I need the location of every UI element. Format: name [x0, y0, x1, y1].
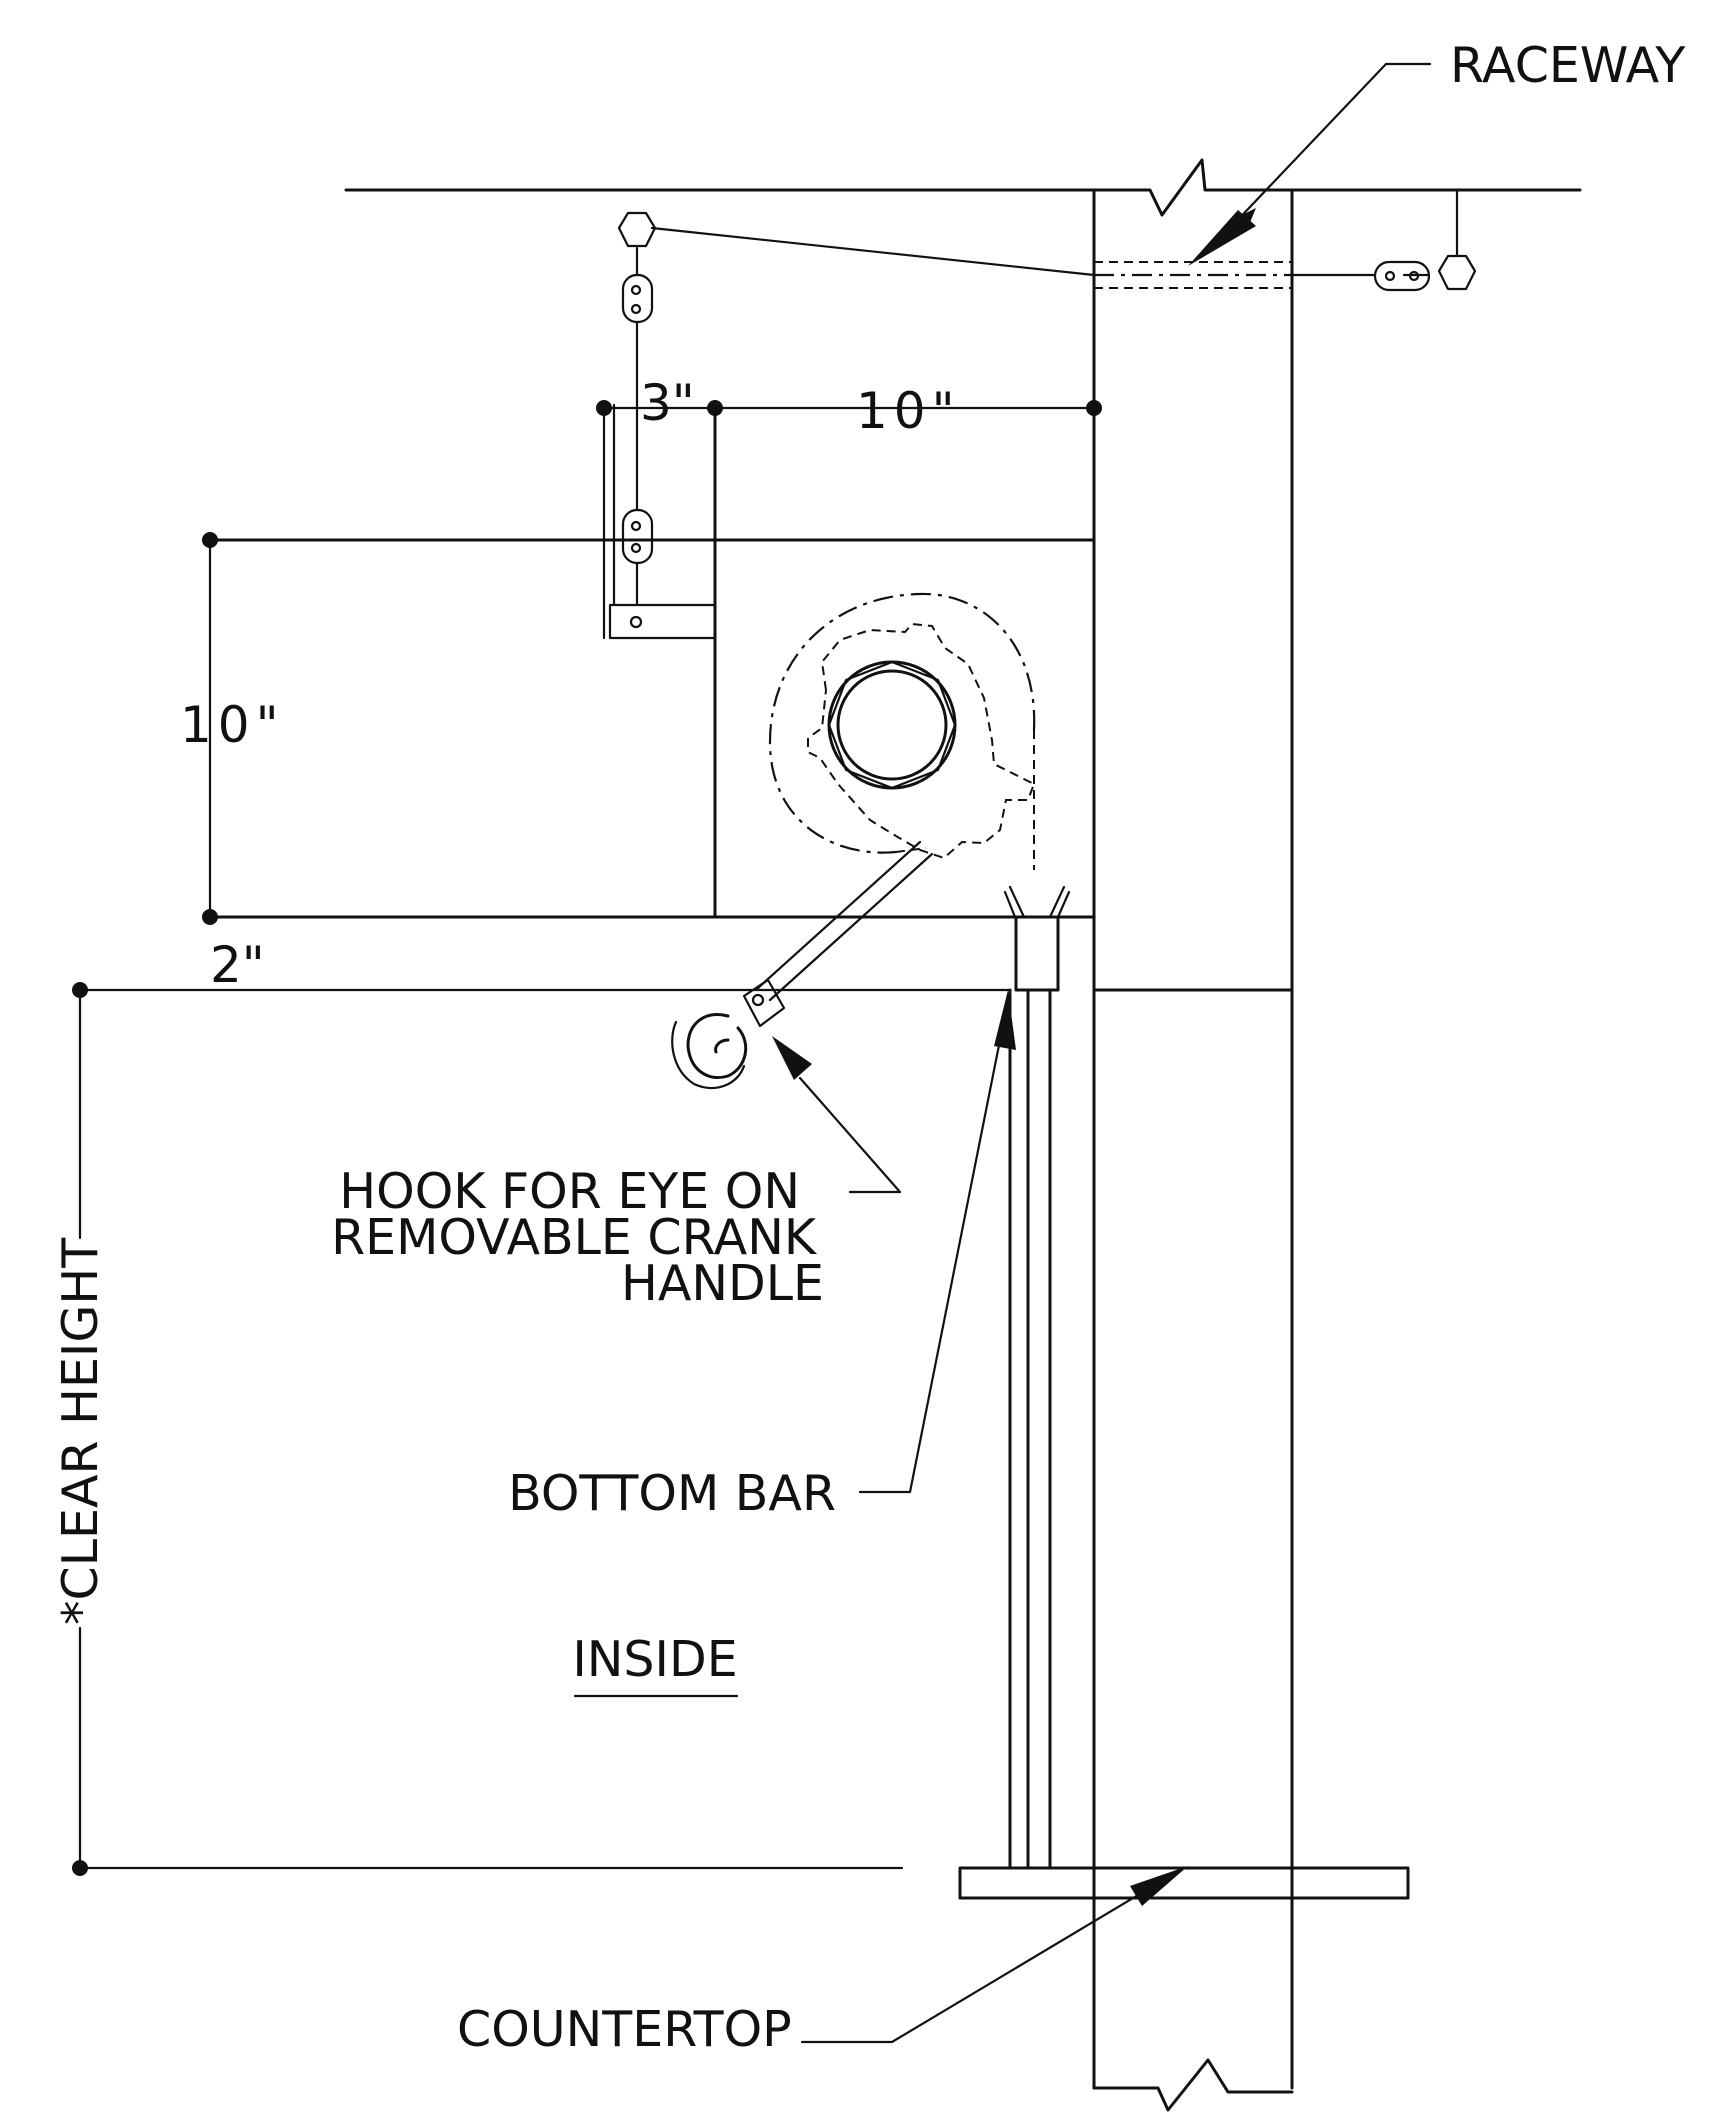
dimension-2in-label: 2": [210, 936, 265, 994]
dimension-3in-label: 3": [640, 374, 695, 432]
dimension-10in-vertical: [202, 532, 218, 925]
shutter-guide: [1003, 885, 1071, 1870]
hook-label-line1: HOOK FOR EYE ON: [339, 1163, 800, 1220]
clear-height-label: *CLEAR HEIGHT: [52, 1237, 109, 1625]
cable-clamp-icon: [621, 508, 654, 565]
hook-leader: [772, 1036, 902, 1194]
dimension-10in-horizontal: [713, 400, 1102, 416]
roller-drum: [768, 592, 1036, 870]
crank-arm: [686, 840, 934, 1079]
dimension-10in-vertical-label: 10": [180, 696, 285, 754]
wall-break: [1092, 2058, 1294, 2112]
inside-label: INSIDE: [572, 1631, 737, 1688]
raceway-channel: [1094, 261, 1292, 289]
countertop-slab: [958, 1866, 1410, 1900]
bottom-bar-leader: [858, 990, 1016, 1494]
hook-label-line3: HANDLE: [621, 1255, 824, 1312]
dimension-10in-horizontal-label: 10": [856, 382, 961, 440]
wall-column: [1092, 188, 1294, 2090]
countertop-leader: [800, 1866, 1188, 2044]
ceiling-line: [344, 158, 1582, 217]
anchor-bolt-icon: [1437, 254, 1477, 291]
raceway-label: RACEWAY: [1450, 37, 1686, 94]
hook-label-line2: REMOVABLE CRANK: [331, 1209, 818, 1266]
dimension-clear-height: [72, 988, 904, 1876]
shutter-hood: [208, 403, 1096, 919]
mounting-bracket: [602, 403, 717, 640]
anchor-bolt-icon: [617, 211, 657, 248]
hook-icon: [671, 1020, 746, 1089]
bottom-bar-label: BOTTOM BAR: [508, 1465, 836, 1522]
support-cable: [635, 188, 1459, 607]
cable-clamp-icon: [1373, 260, 1431, 292]
countertop-label: COUNTERTOP: [457, 2001, 792, 2058]
raceway-leader: [1188, 62, 1432, 266]
cable-clamp-icon: [621, 273, 654, 324]
